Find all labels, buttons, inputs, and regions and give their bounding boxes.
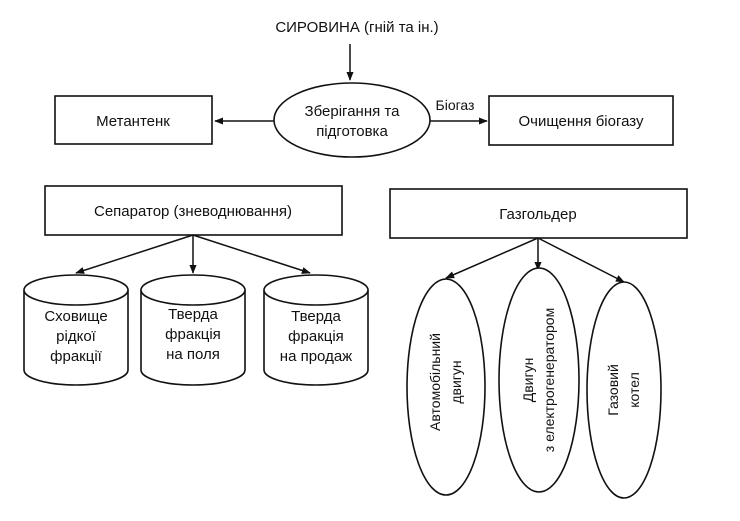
liquid-storage-line3: фракції [50, 348, 103, 365]
solid-fields-line2: фракція [165, 326, 221, 343]
metatank-node: Метантенк [54, 95, 213, 145]
solid-sale-node: Тверда фракція на продаж [263, 274, 369, 386]
biogas-label: Біогаз [436, 97, 475, 113]
liquid-storage-line2: рідкої [56, 328, 97, 345]
solid-fields-node: Тверда фракція на поля [140, 274, 246, 386]
gasholder-label: Газгольдер [499, 206, 577, 223]
arrow-gasholder-to-car-engine [445, 237, 539, 279]
gas-boiler-line2: котел [626, 372, 642, 408]
solid-sale-line2: фракція [288, 328, 344, 345]
solid-sale-line1: Тверда [291, 308, 341, 325]
metatank-label: Метантенк [96, 113, 170, 130]
liquid-storage-line1: Сховище [44, 308, 107, 325]
arrow-separator-to-liquid [75, 234, 194, 274]
biogas-cleaning-label: Очищення біогазу [518, 113, 644, 130]
solid-fields-line3: на поля [166, 346, 220, 363]
car-engine-node: Автомобільний двигун [406, 278, 486, 496]
biogas-cleaning-node: Очищення біогазу [488, 95, 674, 146]
generator-engine-line2: з електрогенератором [541, 308, 557, 452]
storage-node: Зберігання та підготовка [273, 82, 431, 158]
generator-engine-line1: Двигун [520, 358, 536, 403]
storage-label-line1: Зберігання та [305, 103, 401, 120]
separator-node: Сепаратор (зневоднювання) [44, 185, 343, 236]
gasholder-node: Газгольдер [389, 188, 688, 239]
raw-material-label: СИРОВИНА (гній та ін.) [275, 19, 438, 36]
generator-engine-node: Двигун з електрогенератором [498, 267, 580, 493]
arrow-separator-to-sale [192, 234, 311, 274]
storage-label-line2: підготовка [316, 123, 388, 140]
car-engine-line1: Автомобільний [427, 333, 443, 431]
liquid-storage-node: Сховище рідкої фракції [23, 274, 129, 386]
solid-sale-line3: на продаж [280, 348, 352, 365]
separator-label: Сепаратор (зневоднювання) [94, 203, 292, 220]
gas-boiler-node: Газовий котел [586, 281, 662, 499]
arrow-gasholder-to-boiler [537, 237, 625, 283]
car-engine-line2: двигун [448, 360, 464, 403]
gas-boiler-line1: Газовий [605, 364, 621, 416]
solid-fields-line1: Тверда [168, 306, 218, 323]
